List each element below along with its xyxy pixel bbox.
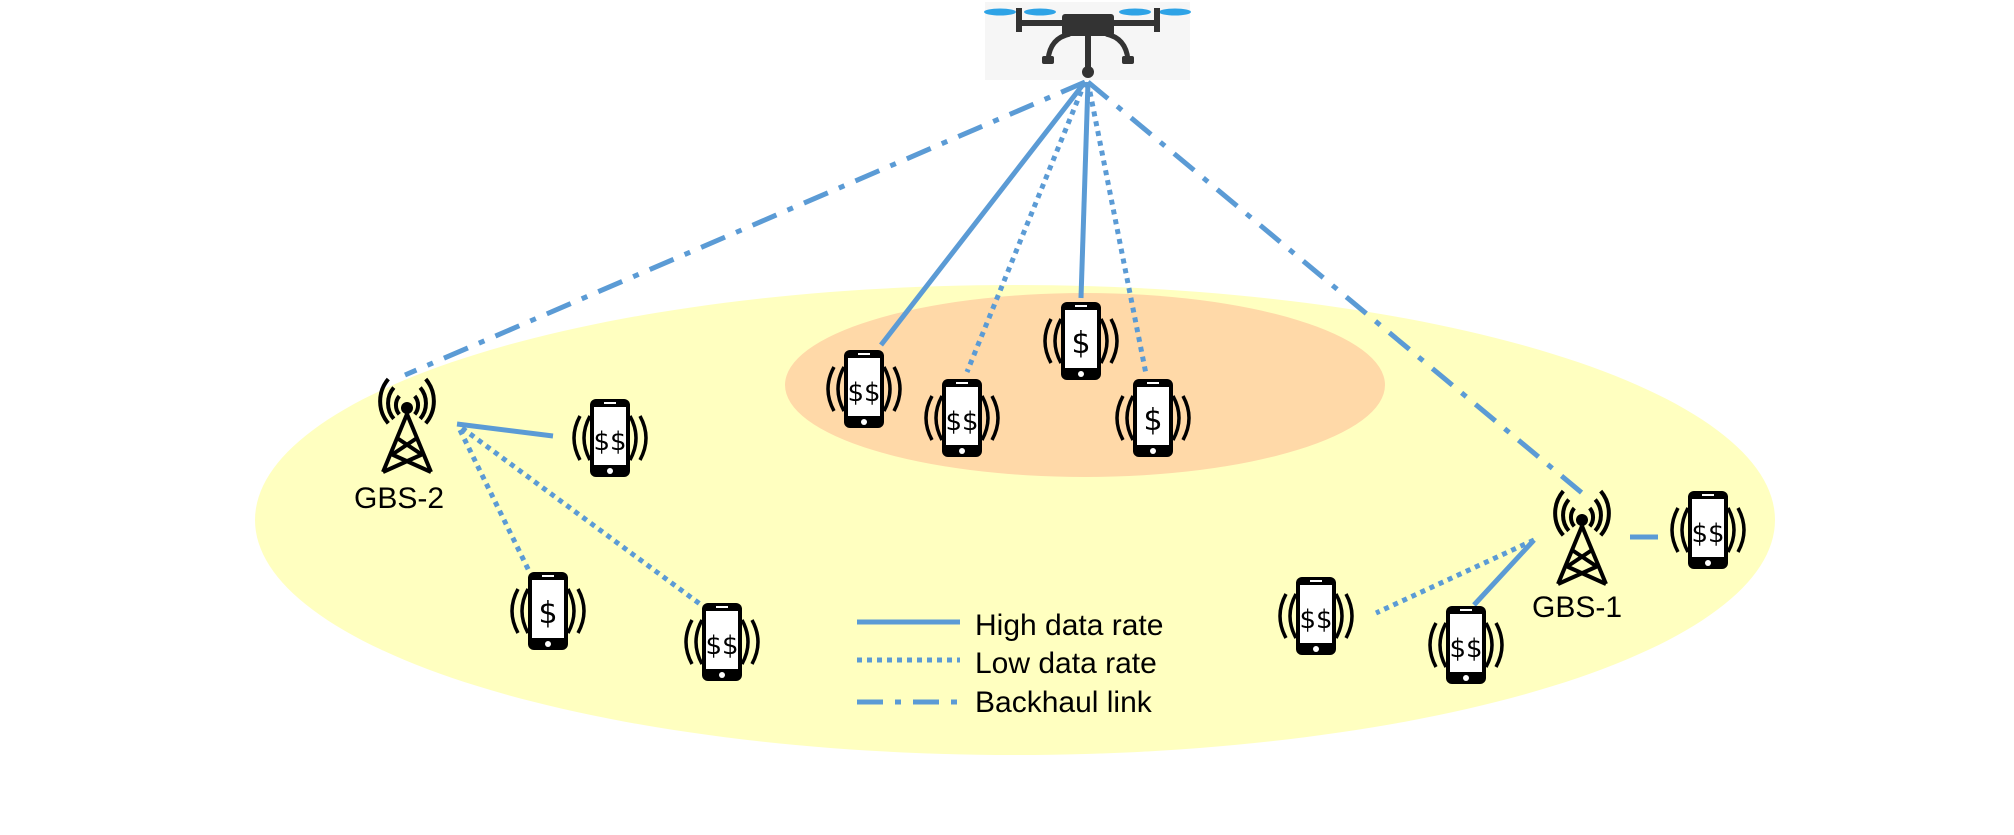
uav-high-link-2 [1078, 81, 1091, 299]
price-tier-symbol: $$ [1449, 634, 1482, 664]
gbs1-label: GBS-1 [1532, 591, 1622, 624]
phone-icon: $ [1043, 302, 1119, 380]
backhaul-link-gbs2 [404, 79, 1086, 378]
drone-icon [984, 2, 1191, 80]
uav-low-link-1 [964, 81, 1088, 373]
phone-icon: $$ [684, 603, 760, 681]
legend-backhaul-label: Backhaul link [975, 686, 1153, 719]
backhaul-link-gbs1 [1086, 80, 1584, 495]
price-tier-symbol: $$ [593, 427, 626, 457]
outer-coverage-region [255, 285, 1775, 755]
phone-icon: $$ [1428, 606, 1504, 684]
gbs2-high-link [456, 421, 554, 439]
price-tier-symbol: $$ [1299, 605, 1332, 635]
gbs2-label: GBS-2 [354, 482, 444, 515]
price-tier-symbol: $ [1143, 403, 1162, 438]
phone-icon: $$ [1278, 577, 1354, 655]
phone-icon: $ [510, 572, 586, 650]
cell-tower-icon [1553, 489, 1611, 586]
price-tier-symbol: $ [1071, 326, 1090, 361]
legend: High data rate Low data rate Backhaul li… [857, 609, 1163, 719]
phone-icon: $$ [924, 379, 1000, 457]
user-devices: $$$$$$$$$$$$$$$$$ [510, 302, 1746, 684]
phone-icon: $$ [826, 350, 902, 428]
links [404, 79, 1658, 616]
phone-icon: $$ [1670, 491, 1746, 569]
legend-high-label: High data rate [975, 609, 1163, 642]
price-tier-symbol: $$ [1691, 519, 1724, 549]
price-tier-symbol: $$ [847, 378, 880, 408]
uav-high-link-1 [879, 80, 1087, 347]
legend-low-label: Low data rate [975, 647, 1157, 680]
price-tier-symbol: $ [538, 596, 557, 631]
price-tier-symbol: $$ [945, 407, 978, 437]
gbs1-high-link-2 [1472, 538, 1536, 607]
cell-tower-icon [378, 377, 436, 474]
inner-coverage-region [785, 293, 1385, 477]
gbs2-low-link-1 [457, 428, 533, 575]
phone-icon: $$ [572, 399, 648, 477]
price-tier-symbol: $$ [705, 631, 738, 661]
phone-icon: $ [1115, 379, 1191, 457]
